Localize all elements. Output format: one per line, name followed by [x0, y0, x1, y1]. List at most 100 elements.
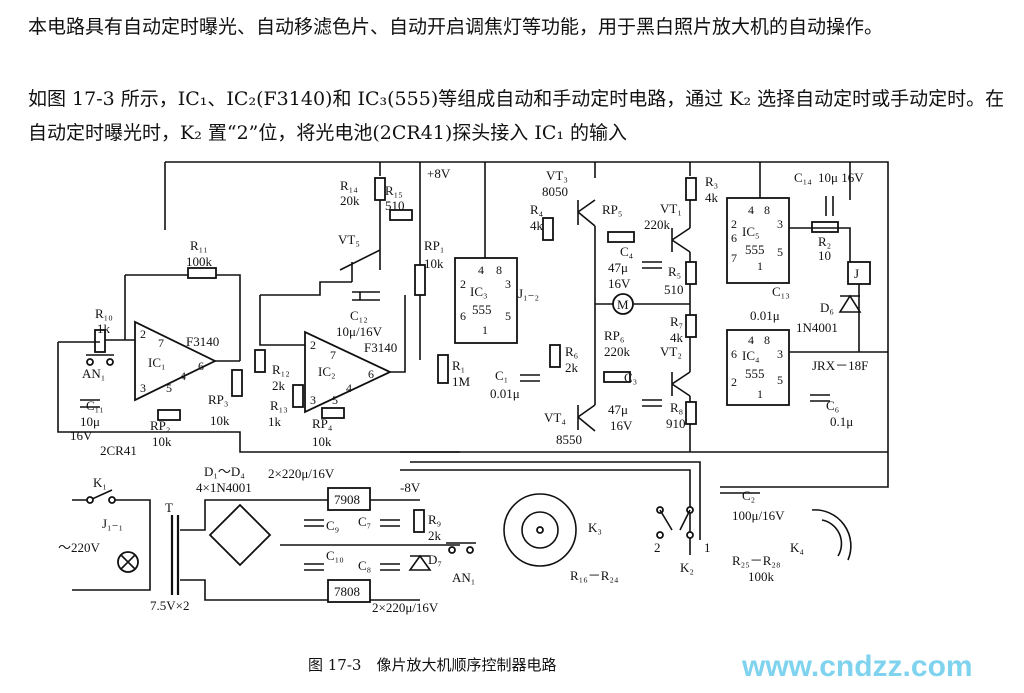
svg-text:R₃: R₃	[705, 174, 718, 189]
svg-text:C₁₂: C₁₂	[350, 308, 368, 323]
svg-text:RP₆: RP₆	[604, 328, 624, 343]
svg-text:1M: 1M	[452, 374, 471, 389]
svg-text:8: 8	[764, 203, 770, 217]
svg-text:510: 510	[664, 282, 684, 297]
svg-text:IC₁: IC₁	[148, 355, 166, 370]
svg-text:3: 3	[310, 393, 316, 407]
svg-text:4: 4	[478, 263, 484, 277]
figure-caption: 图 17-3 像片放大机顺序控制器电路	[308, 656, 556, 674]
svg-text:～220V: ～220V	[58, 540, 101, 555]
svg-text:C₁: C₁	[495, 368, 508, 383]
watermark-logo: www.cndzz.com	[741, 650, 973, 683]
svg-text:5: 5	[505, 309, 511, 323]
svg-text:4: 4	[748, 333, 754, 347]
motor-driver: VT₃ 8050 R₄ 4k RP₅ 220k VT₁ C₄ 47μ 16V M…	[530, 168, 719, 452]
description-paragraph: 如图 17-3 所示，IC₁、IC₂(F3140)和 IC₃(555)等组成自动…	[28, 88, 1005, 144]
svg-text:C₁₄: C₁₄	[794, 170, 812, 185]
svg-text:2k: 2k	[565, 360, 579, 375]
svg-text:555: 555	[472, 302, 492, 317]
svg-text:0.01μ: 0.01μ	[750, 308, 780, 323]
k2-switch: 2 1 K₂	[654, 506, 711, 575]
svg-text:R₇: R₇	[670, 314, 683, 329]
svg-text:16V: 16V	[608, 276, 631, 291]
svg-text:D₇: D₇	[428, 552, 442, 567]
svg-text:VT₂: VT₂	[660, 344, 682, 359]
ic4-timer: IC₄ 555 4 8 6 3 2 5 1 JRX－18F C₆ 0.1μ	[726, 329, 888, 429]
svg-text:8050: 8050	[542, 184, 568, 199]
svg-text:16V: 16V	[70, 428, 93, 443]
svg-text:6: 6	[368, 367, 374, 381]
svg-text:10k: 10k	[312, 434, 332, 449]
svg-text:RP₁: RP₁	[424, 238, 444, 253]
svg-text:C₈: C₈	[358, 558, 371, 573]
svg-text:R₁₄: R₁₄	[340, 178, 358, 193]
svg-text:220k: 220k	[604, 344, 631, 359]
svg-text:5: 5	[777, 245, 783, 259]
svg-text:10k: 10k	[152, 434, 172, 449]
svg-text:3: 3	[140, 381, 146, 395]
svg-text:D₁～D₄: D₁～D₄	[204, 464, 245, 479]
svg-text:C₁₀: C₁₀	[326, 548, 344, 563]
vt5-stage: R₁₄ 20k R₁₅ 510 VT₅ C₁₂ 10μ/16V +8V	[336, 166, 451, 339]
svg-text:2×220μ/16V: 2×220μ/16V	[268, 466, 335, 481]
svg-text:16V: 16V	[610, 418, 633, 433]
svg-text:7: 7	[330, 348, 336, 362]
svg-text:7: 7	[158, 336, 164, 350]
ic5-timer: IC₅ 555 4 8 2 3 6 7 5 1 C₁₄ 10μ 16V R₂ 1…	[726, 170, 871, 352]
svg-text:C₁₁: C₁₁	[86, 398, 104, 413]
svg-text:K₂: K₂	[680, 560, 694, 575]
svg-text:10μ: 10μ	[80, 414, 100, 429]
svg-text:100μ/16V: 100μ/16V	[732, 508, 785, 523]
intro-paragraph: 本电路具有自动定时曝光、自动移滤色片、自动开启调焦灯等功能，用于黑白照片放大机的…	[28, 16, 884, 38]
svg-text:0.01μ: 0.01μ	[490, 386, 520, 401]
svg-text:R₅: R₅	[668, 264, 681, 279]
svg-text:6: 6	[731, 231, 737, 245]
svg-text:F3140: F3140	[186, 334, 219, 349]
svg-text:F3140: F3140	[364, 340, 397, 355]
svg-text:2×220μ/16V: 2×220μ/16V	[372, 600, 439, 615]
k3-rotary-switch: K₃ R₁₆－R₂₄	[503, 493, 619, 583]
svg-text:R₆: R₆	[565, 344, 578, 359]
svg-text:7: 7	[731, 251, 737, 265]
svg-text:1k: 1k	[97, 321, 111, 336]
svg-text:100k: 100k	[748, 569, 775, 584]
svg-text:R₁₁: R₁₁	[190, 238, 208, 253]
svg-text:R₄: R₄	[530, 202, 544, 217]
svg-text:AN₁: AN₁	[452, 570, 475, 585]
svg-text:1: 1	[757, 387, 763, 401]
svg-text:220k: 220k	[644, 217, 671, 232]
svg-text:VT₃: VT₃	[546, 168, 568, 183]
svg-text:1k: 1k	[268, 414, 282, 429]
svg-text:1: 1	[704, 540, 711, 555]
svg-text:R₁: R₁	[452, 358, 465, 373]
power-supply: K₁ J₁₋₁ ～220V T 7.5V×2 D₁～D₄ 4×1N4001 2×…	[58, 464, 476, 615]
svg-text:2: 2	[140, 327, 146, 341]
svg-text:6: 6	[460, 309, 466, 323]
svg-text:T: T	[165, 500, 173, 515]
svg-text:J: J	[854, 266, 859, 281]
svg-text:5: 5	[332, 393, 338, 407]
svg-text:555: 555	[745, 366, 765, 381]
svg-text:2CR41: 2CR41	[100, 443, 137, 458]
svg-text:10μ/16V: 10μ/16V	[336, 324, 383, 339]
svg-text:4: 4	[748, 203, 754, 217]
svg-text:K₃: K₃	[588, 520, 602, 535]
svg-text:C₄: C₄	[620, 244, 634, 259]
svg-text:C₆: C₆	[826, 398, 839, 413]
svg-text:K₁: K₁	[93, 475, 107, 490]
svg-text:R₁₀: R₁₀	[95, 306, 113, 321]
svg-text:R₈: R₈	[670, 400, 683, 415]
svg-text:C₉: C₉	[326, 518, 339, 533]
svg-text:-8V: -8V	[400, 480, 421, 495]
svg-text:JRX－18F: JRX－18F	[812, 358, 868, 373]
svg-text:C₃: C₃	[624, 370, 637, 385]
svg-text:D₆: D₆	[820, 300, 834, 315]
svg-text:2: 2	[731, 375, 737, 389]
svg-text:3: 3	[777, 217, 783, 231]
svg-text:47μ: 47μ	[608, 402, 628, 417]
svg-text:J₁₋₂: J₁₋₂	[518, 286, 539, 301]
svg-text:AN₁: AN₁	[82, 366, 105, 381]
svg-text:1: 1	[482, 323, 488, 337]
svg-text:3: 3	[777, 347, 783, 361]
